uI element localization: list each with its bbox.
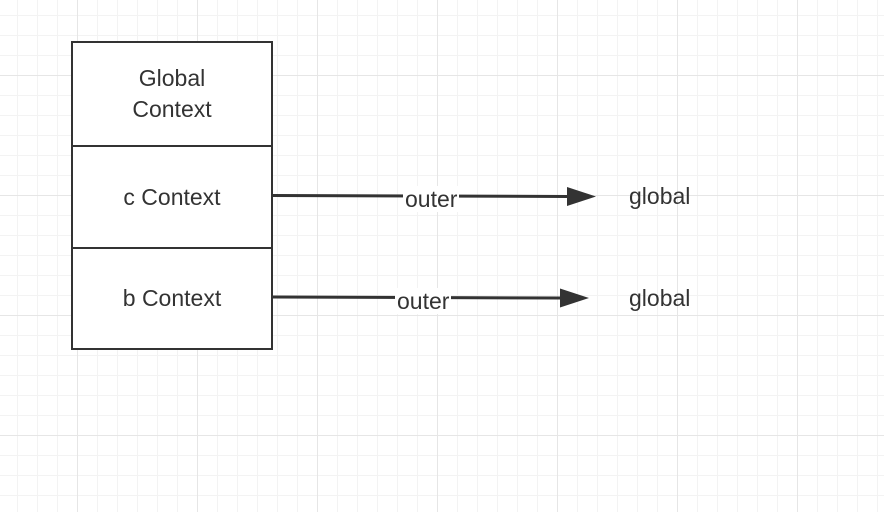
b-outer-target-global: global [629, 285, 691, 311]
c-outer-target-global: global [629, 183, 691, 209]
c-context-label: c Context [123, 183, 221, 210]
global-context-label: Global Context [132, 65, 212, 122]
b-context-label: b Context [122, 285, 222, 311]
b-context-frame: b Context [73, 247, 271, 348]
c-outer-edge-label: outer [403, 186, 460, 212]
global-context-frame: Global Context [73, 43, 271, 145]
c-outer-arrowhead [567, 187, 596, 206]
b-outer-arrowhead [560, 288, 589, 308]
b-outer-edge-label: outer [395, 288, 452, 314]
c-context-frame: c Context [73, 145, 271, 247]
execution-context-stack: Global Context c Context b Context [71, 41, 273, 350]
